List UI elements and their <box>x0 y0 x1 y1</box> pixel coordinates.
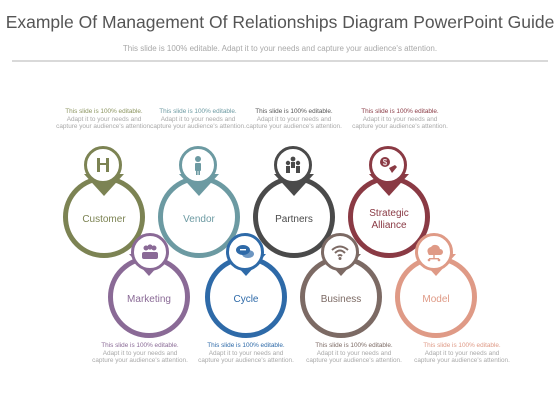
node-label: Customer <box>82 214 126 225</box>
note-marketing: This slide is 100% editable. Adapt it to… <box>92 342 188 365</box>
slide-title: Example Of Management Of Relationships D… <box>5 12 555 32</box>
node-label: Partners <box>275 214 313 225</box>
two-people-icon <box>84 146 122 184</box>
node-label: Marketing <box>127 294 171 305</box>
note-vendor: This slide is 100% editable. Adapt it to… <box>150 108 246 131</box>
note-customer: This slide is 100% editable. Adapt it to… <box>56 108 152 131</box>
note-strategic-alliance: This slide is 100% editable. Adapt it to… <box>352 108 448 131</box>
note-model: This slide is 100% editable. Adapt it to… <box>414 342 510 365</box>
chat-bubbles-icon <box>226 233 264 271</box>
node-label: Vendor <box>183 214 215 225</box>
title-divider <box>12 60 548 62</box>
slide-subtitle: This slide is 100% editable. Adapt it to… <box>122 44 438 53</box>
svg-text:$: $ <box>383 158 388 167</box>
cloud-network-icon <box>415 233 453 271</box>
team-icon <box>131 233 169 271</box>
group-icon <box>274 146 312 184</box>
note-cycle: This slide is 100% editable. Adapt it to… <box>198 342 294 365</box>
note-business: This slide is 100% editable. Adapt it to… <box>306 342 402 365</box>
wifi-icon <box>321 233 359 271</box>
node-label: Model <box>422 294 450 305</box>
note-partners: This slide is 100% editable. Adapt it to… <box>246 108 342 131</box>
person-icon <box>179 146 217 184</box>
node-label: Cycle <box>233 294 259 305</box>
node-label: Business <box>320 294 362 305</box>
money-hand-icon: $ <box>369 146 407 184</box>
node-label: Strategic Alliance <box>369 208 409 231</box>
